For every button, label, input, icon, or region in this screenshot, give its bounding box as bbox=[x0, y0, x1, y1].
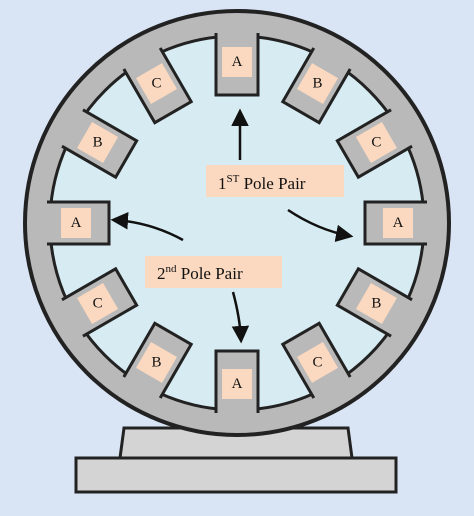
slot-label-box bbox=[77, 283, 119, 324]
slot-label-box bbox=[61, 208, 91, 238]
slot-phase-label-a: A bbox=[393, 215, 404, 231]
svg-text:1ST Pole Pair: 1ST Pole Pair bbox=[218, 173, 306, 193]
slot-phase-label-c: C bbox=[312, 354, 322, 370]
slot-label-box bbox=[355, 283, 397, 324]
motor-base bbox=[74, 426, 398, 494]
slot-5: B bbox=[335, 266, 413, 338]
slot-phase-label-b: B bbox=[312, 76, 322, 92]
slot-label-box bbox=[222, 47, 252, 77]
arrow-left bbox=[110, 212, 184, 242]
slot-label-box bbox=[297, 63, 338, 105]
slot-label-box bbox=[136, 63, 177, 105]
slot-phase-label-b: B bbox=[371, 296, 381, 312]
slot-12: C bbox=[122, 47, 194, 125]
pole-pair-1-text: Pole Pair bbox=[239, 174, 305, 193]
arrow-down bbox=[231, 291, 250, 344]
slot-4: A bbox=[363, 200, 427, 246]
slot-6: C bbox=[280, 321, 352, 399]
slot-10: A bbox=[47, 200, 111, 246]
slot-label-box bbox=[136, 341, 177, 383]
pole-pair-2-superscript: nd bbox=[166, 263, 178, 275]
slot-phase-label-c: C bbox=[151, 76, 161, 92]
slot-phase-label-b: B bbox=[151, 354, 161, 370]
pole-pair-1-number: 1 bbox=[218, 174, 227, 193]
slot-phase-label-a: A bbox=[232, 376, 243, 392]
field-arrows bbox=[110, 108, 354, 344]
slot-label-box bbox=[77, 122, 119, 163]
slot-phase-label-b: B bbox=[93, 135, 103, 151]
slot-label-box bbox=[355, 122, 397, 163]
pole-pair-1-superscript: ST bbox=[227, 173, 240, 185]
slot-9: C bbox=[61, 266, 139, 338]
slot-11: B bbox=[61, 108, 139, 180]
svg-text:2nd Pole Pair: 2nd Pole Pair bbox=[157, 263, 243, 283]
pole-pair-1-label: 1ST Pole Pair bbox=[206, 165, 344, 197]
slot-3: C bbox=[335, 108, 413, 180]
slot-label-box bbox=[297, 341, 338, 383]
slot-phase-label-c: C bbox=[93, 296, 103, 312]
slot-phase-label-c: C bbox=[371, 135, 381, 151]
slot-7: A bbox=[214, 349, 260, 413]
slot-label-box bbox=[222, 369, 252, 399]
stator-slots: A B C A B C A B C A B C bbox=[47, 33, 427, 413]
arrow-right bbox=[287, 208, 354, 243]
slot-label-box bbox=[383, 208, 413, 238]
slot-2: B bbox=[280, 47, 352, 125]
pole-pair-2-number: 2 bbox=[157, 264, 166, 283]
pole-pair-2-text: Pole Pair bbox=[177, 264, 243, 283]
slot-phase-label-a: A bbox=[232, 54, 243, 70]
pole-pair-2-label: 2nd Pole Pair bbox=[145, 256, 282, 288]
slot-1: A bbox=[214, 33, 260, 97]
slot-8: B bbox=[122, 321, 194, 399]
slot-phase-label-a: A bbox=[71, 215, 82, 231]
